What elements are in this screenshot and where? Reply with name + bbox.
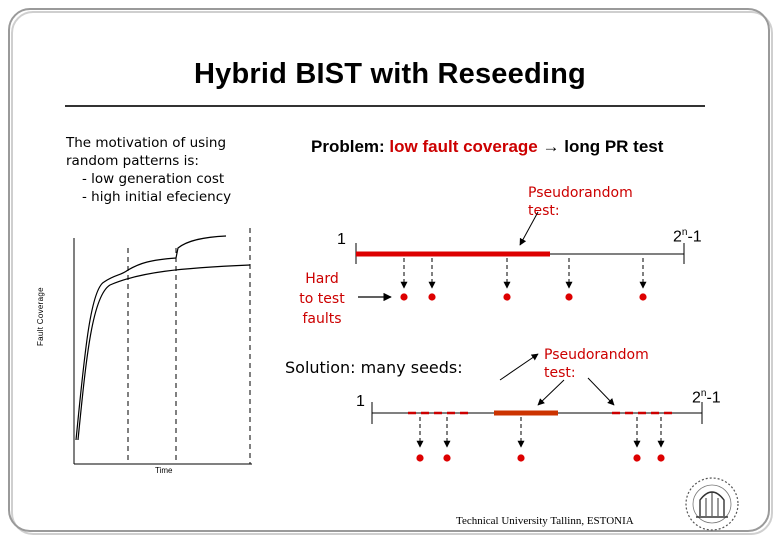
motivation-bullet-1: - low generation cost xyxy=(82,171,225,187)
motivation-text: The motivation of using random patterns … xyxy=(66,134,231,206)
top-fault-markers xyxy=(400,258,647,301)
top-fault-dot-2 xyxy=(428,293,436,301)
bottom-pseudorandom-segment xyxy=(494,410,558,416)
solution-arrow xyxy=(499,353,539,381)
university-seal-logo xyxy=(685,477,739,531)
top-fault-dot-4 xyxy=(565,293,573,301)
top-test-axis xyxy=(355,211,685,264)
top-fault-dot-1 xyxy=(400,293,408,301)
curve-with-reseeding xyxy=(75,235,227,441)
bottom-fault-dot-2 xyxy=(443,454,451,462)
bottom-axis-start-label: 1 xyxy=(356,393,365,410)
bottom-end-base: 2 xyxy=(692,389,701,407)
solution-label: Solution: many seeds: xyxy=(285,358,463,377)
top-end-exp: n xyxy=(681,227,688,238)
bottom-fault-dot-1 xyxy=(416,454,424,462)
pseudorandom-bottom-line-2: test: xyxy=(544,365,576,381)
top-axis-start-label: 1 xyxy=(337,231,346,248)
pseudorandom-top-line-1: Pseudorandom xyxy=(528,185,633,201)
bottom-fault-dot-5 xyxy=(657,454,665,462)
hard-line-2: to test xyxy=(299,291,345,307)
slide-frame xyxy=(8,8,770,532)
pseudorandom-label-top: Pseudorandom test: xyxy=(528,184,633,220)
slide-frame-shadow xyxy=(11,11,773,535)
problem-statement: Problem: low fault coverage → long PR te… xyxy=(311,137,663,157)
pseudorandom-label-bottom: Pseudorandom test: xyxy=(544,346,649,382)
fault-coverage-graph xyxy=(73,228,252,465)
top-pseudorandom-segment xyxy=(356,251,550,257)
bottom-fault-dot-3 xyxy=(517,454,525,462)
top-fault-dot-3 xyxy=(503,293,511,301)
pseudorandom-bottom-line-1: Pseudorandom xyxy=(544,347,649,363)
top-axis-end-label: 2n-1 xyxy=(673,227,702,246)
bottom-end-exp: n xyxy=(700,388,707,399)
hard-to-test-label: Hard to test faults xyxy=(290,269,354,329)
graph-x-axis-label: Time xyxy=(155,466,173,475)
motivation-line-1: The motivation of using xyxy=(66,135,227,151)
problem-prefix: Problem: xyxy=(311,137,385,156)
slide-title: Hybrid BIST with Reseeding xyxy=(194,58,586,90)
bottom-end-suffix: -1 xyxy=(706,389,721,407)
top-end-suffix: -1 xyxy=(687,228,702,246)
problem-highlight: low fault coverage xyxy=(389,137,538,156)
bottom-fault-markers xyxy=(416,417,665,462)
top-end-base: 2 xyxy=(673,228,682,246)
top-fault-dot-5 xyxy=(639,293,647,301)
title-underline xyxy=(65,105,705,107)
motivation-line-2: random patterns is: xyxy=(66,153,199,169)
bottom-pseudorandom-arrow-right xyxy=(587,377,615,406)
top-pseudorandom-arrow xyxy=(519,211,539,246)
problem-arrow: → xyxy=(542,137,560,156)
curve-pseudorandom xyxy=(77,264,251,441)
footer-university: Technical University Tallinn, ESTONIA xyxy=(456,515,634,527)
hard-line-1: Hard xyxy=(305,271,339,287)
motivation-bullet-2: - high initial efeciency xyxy=(82,189,232,205)
bottom-test-axis xyxy=(371,377,703,424)
problem-suffix: long PR test xyxy=(564,137,664,156)
hard-line-3: faults xyxy=(302,311,342,327)
bottom-axis-end-label: 2n-1 xyxy=(692,388,721,407)
bottom-pseudorandom-arrow-left xyxy=(537,379,565,406)
bottom-fault-dot-4 xyxy=(633,454,641,462)
